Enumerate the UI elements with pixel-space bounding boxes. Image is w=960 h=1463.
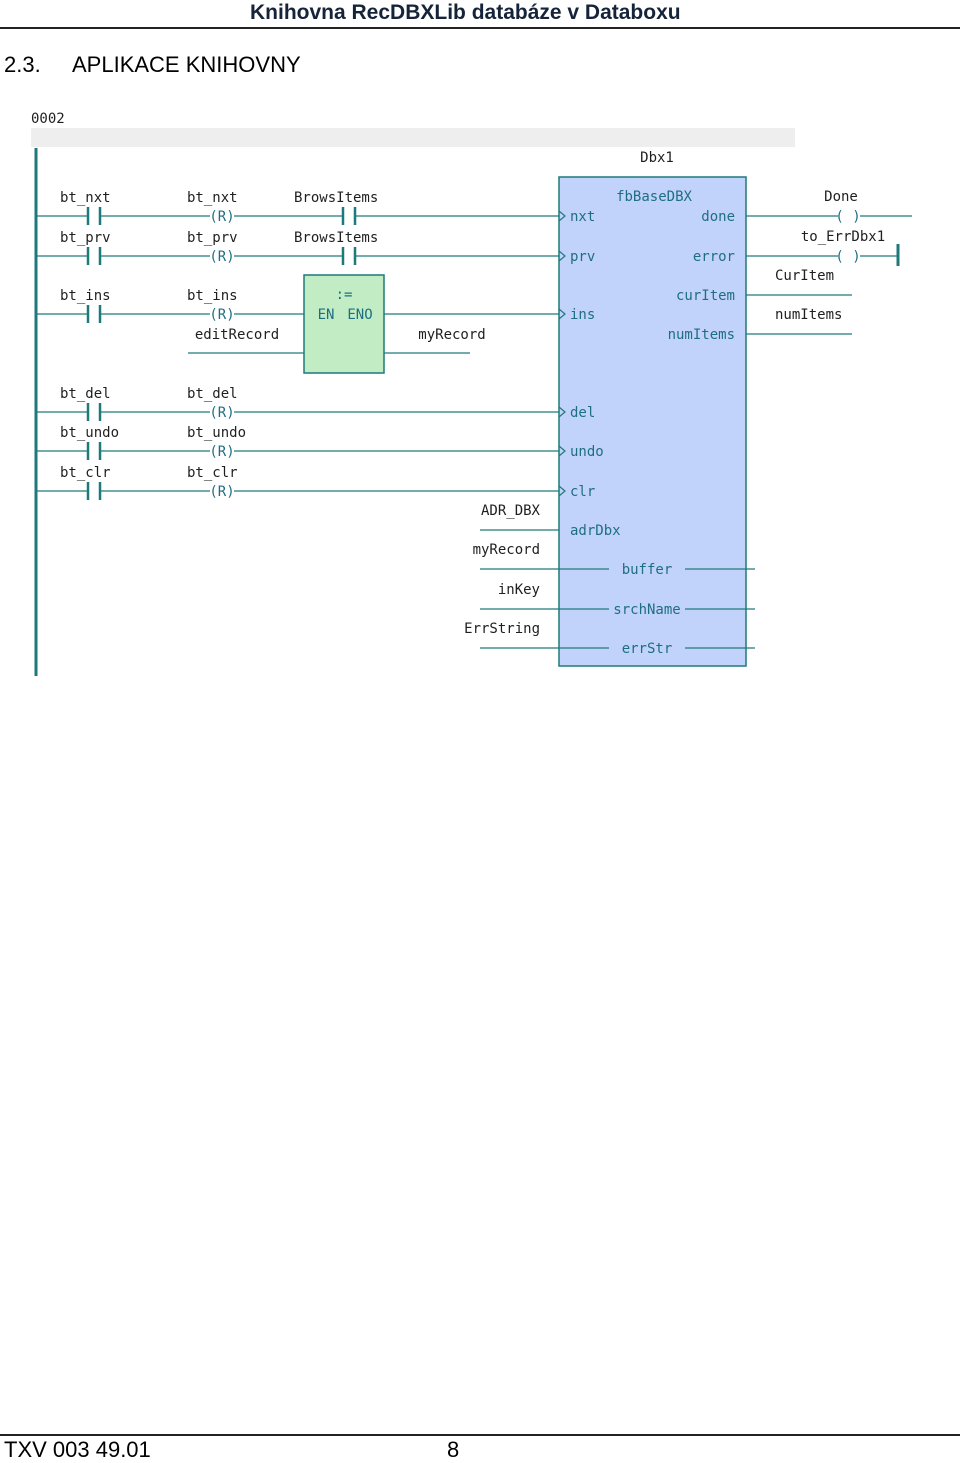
- reset-coil-bt_nxt: (R): [209, 209, 234, 225]
- fb-input-arrow-undo: [558, 445, 566, 457]
- header-divider: [0, 27, 960, 29]
- input-var-ErrString: ErrString: [464, 621, 540, 637]
- fb-output-numItems: numItems: [668, 327, 735, 343]
- contact-label-bt_nxt: bt_nxt: [60, 190, 111, 206]
- page-header-title: Knihovna RecDBXLib databáze v Databoxu: [250, 1, 681, 24]
- ladder-diagram: 0002 Dbx1 fbBaseDBX := EN ENO editRecord…: [31, 111, 912, 676]
- fb-input-undo: undo: [570, 444, 604, 460]
- fb-input-del: del: [570, 405, 595, 421]
- fb-input-arrow-clr: [558, 485, 566, 497]
- reset-coil-bt_prv: (R): [209, 249, 234, 265]
- fb-block: [558, 176, 747, 667]
- contact-label-bt_clr: bt_clr: [60, 465, 111, 481]
- network-comment-bar: [31, 128, 795, 147]
- section-number: 2.3.: [4, 52, 41, 77]
- move-op: :=: [336, 287, 353, 303]
- contact-label-bt_del: bt_del: [60, 386, 111, 402]
- input-var-myRecord: myRecord: [473, 542, 540, 558]
- reset-coil-bt_undo: (R): [209, 444, 234, 460]
- coil-label-done: Done: [824, 189, 858, 205]
- fb-instance-name: Dbx1: [640, 150, 674, 166]
- contact-label-bt_nxt-2: BrowsItems: [294, 190, 378, 206]
- contact-label-bt_prv: bt_prv: [60, 230, 111, 246]
- coil-done: ( ): [835, 209, 860, 225]
- footer-doc-id: TXV 003 49.01: [4, 1437, 151, 1462]
- fb-inout-buffer: buffer: [622, 562, 673, 578]
- footer-page-number: 8: [447, 1437, 460, 1462]
- move-block: [303, 274, 385, 374]
- fb-input-clr: clr: [570, 484, 595, 500]
- reset-coil-bt_del: (R): [209, 405, 234, 421]
- fb-input-arrow-prv: [558, 250, 566, 262]
- fb-output-done: done: [701, 209, 735, 225]
- inout-bg-errStr: [609, 639, 685, 653]
- fb-inout-srchName: srchName: [613, 602, 680, 618]
- reset-coil-bt_clr: (R): [209, 484, 234, 500]
- section-title: APLIKACE KNIHOVNY: [72, 52, 301, 77]
- move-input-var: editRecord: [195, 327, 279, 343]
- fb-input-prv: prv: [570, 249, 595, 265]
- move-output-var: myRecord: [418, 327, 485, 343]
- reset-coil-label-bt_clr: bt_clr: [187, 465, 238, 481]
- reset-coil-label-bt_prv: bt_prv: [187, 230, 238, 246]
- input-var-inKey: inKey: [498, 582, 540, 598]
- input-var-ADR_DBX: ADR_DBX: [481, 503, 541, 519]
- fb-output-error: error: [693, 249, 735, 265]
- contact-label-bt_ins: bt_ins: [60, 288, 111, 304]
- rungs: bt_nxt bt_nxt (R) BrowsItems bt_prv bt_prv (R)…: [36, 189, 912, 657]
- move-en: EN: [318, 307, 335, 323]
- reset-coil-label-bt_del: bt_del: [187, 386, 238, 402]
- reset-coil-bt_ins: (R): [209, 307, 234, 323]
- fb-inout-errStr: errStr: [622, 641, 673, 657]
- fb-type-name: fbBaseDBX: [616, 189, 692, 205]
- reset-coil-label-bt_undo: bt_undo: [187, 425, 246, 441]
- coil-label-error: to_ErrDbx1: [801, 229, 885, 245]
- fb-input-nxt: nxt: [570, 209, 595, 225]
- fb-input-adrDbx: adrDbx: [570, 523, 621, 539]
- output-var-numItems: numItems: [775, 307, 842, 323]
- contact-label-bt_prv-2: BrowsItems: [294, 230, 378, 246]
- inout-bg-srchName: [609, 600, 685, 614]
- fb-output-curItem: curItem: [676, 288, 735, 304]
- move-eno: ENO: [347, 307, 372, 323]
- reset-coil-label-bt_nxt: bt_nxt: [187, 190, 238, 206]
- footer-divider: [0, 1434, 960, 1436]
- reset-coil-label-bt_ins: bt_ins: [187, 288, 238, 304]
- fb-input-arrow-del: [558, 406, 566, 418]
- fb-input-ins: ins: [570, 307, 595, 323]
- coil-error: ( ): [835, 249, 860, 265]
- inout-bg-buffer: [609, 560, 685, 574]
- contact-label-bt_undo: bt_undo: [60, 425, 119, 441]
- output-var-curItem: CurItem: [775, 268, 834, 284]
- fb-input-arrow-nxt: [558, 210, 566, 222]
- network-number: 0002: [31, 111, 65, 127]
- fb-input-arrow-ins: [558, 308, 566, 320]
- section-heading: 2.3. APLIKACE KNIHOVNY: [4, 52, 301, 78]
